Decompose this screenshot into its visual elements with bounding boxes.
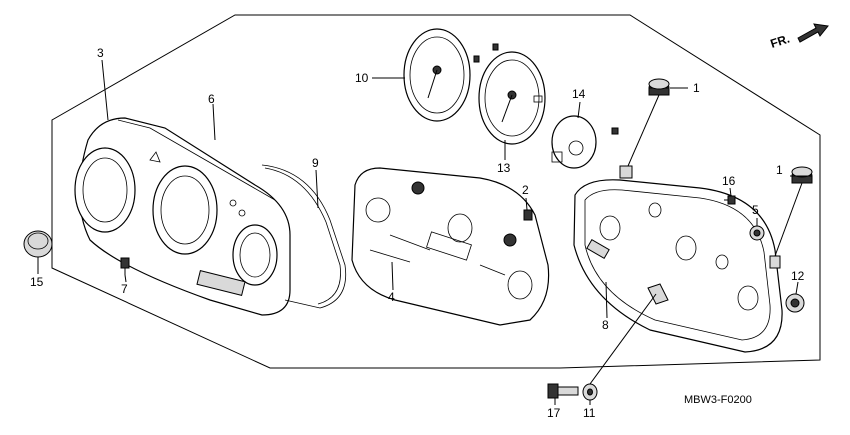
screw-16 [724,195,736,205]
callout-10: 10 [355,71,369,85]
meter-case [573,165,783,353]
callout-15: 15 [30,275,44,289]
callout-2: 2 [522,183,529,197]
callout-4: 4 [388,290,395,304]
screw-2 [523,209,533,221]
callout-1-upper: 1 [693,81,700,95]
grommet-1-right [791,166,813,184]
arrow-icon [797,23,829,43]
front-direction-indicator: FR. [769,23,829,51]
callout-14: 14 [572,87,586,101]
screw-7 [120,257,130,275]
assembly-boundary [51,14,821,369]
callout-17: 17 [547,406,561,420]
circuit-board [351,167,550,326]
gasket [261,164,347,309]
callout-11: 11 [583,406,596,420]
grommet-5 [749,225,765,241]
tachometer-dial [478,51,546,145]
front-direction-label: FR. [769,32,792,51]
callout-5: 5 [752,203,759,217]
screw-pair [473,43,499,63]
washer-11 [582,383,598,401]
callout-labels: 1 1 2 3 4 5 6 7 8 9 10 11 12 13 14 15 16… [30,46,805,420]
small-gauge [551,115,619,169]
leader-lines [37,59,812,405]
callout-12: 12 [791,269,805,283]
callout-8: 8 [602,318,609,332]
speedometer-dial [403,28,471,122]
callout-13: 13 [497,161,511,175]
callout-9: 9 [312,156,319,170]
callout-3: 3 [97,46,104,60]
bolt-17 [547,383,579,399]
cap-15 [23,230,53,258]
callout-7: 7 [121,282,128,296]
callout-16: 16 [722,174,736,188]
meter-cover [74,117,291,316]
grommet-1-upper [648,78,670,96]
collar-12 [785,293,805,313]
diagram-code: MBW3-F0200 [684,394,752,406]
callout-1-right: 1 [776,163,783,177]
callout-6: 6 [208,92,215,106]
